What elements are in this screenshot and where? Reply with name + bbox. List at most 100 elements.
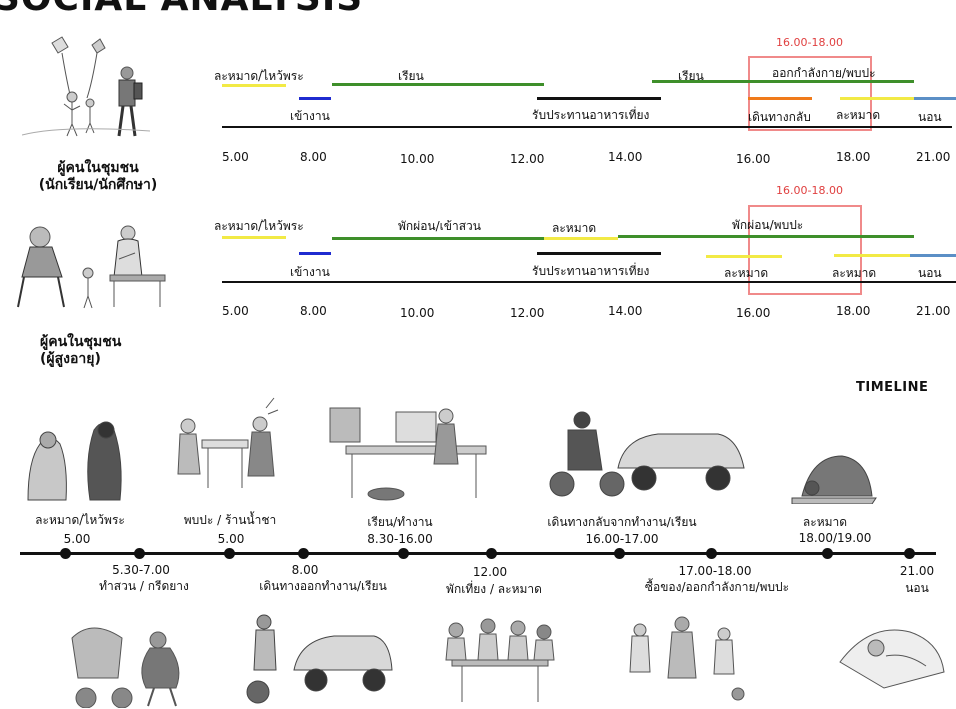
office-work-sketch: [329, 407, 487, 501]
tick-label: 16.00: [736, 306, 771, 320]
segment-study: [332, 83, 544, 86]
prostrating-man-sketch: [791, 455, 877, 504]
event-time-study-work: 8.30-16.00: [367, 532, 433, 546]
activity-label-pray: ละหมาด/ไหว้พระ: [214, 219, 304, 233]
event-label-sleep: นอน: [905, 581, 929, 595]
highlight-time: 16.00-18.00: [776, 184, 843, 197]
lunch-break-sketch: [445, 618, 555, 702]
tick-label: 8.00: [300, 150, 327, 164]
segment-pray: [222, 236, 286, 239]
event-time-leave-work: 8.00: [291, 563, 319, 577]
segment-pray: [222, 84, 286, 87]
activity-label-pray2: ละหมาด: [724, 266, 769, 280]
timeline-dot: [398, 548, 409, 559]
event-time-pray: 5.00: [63, 532, 91, 546]
segment-sleep: [910, 254, 956, 257]
event-time-pray-evening: 18.00/19.00: [798, 531, 872, 545]
activity-label-enter: เข้างาน: [290, 109, 330, 123]
activity-label-return: เดินทางกลับ: [748, 110, 811, 124]
segment-return: [748, 97, 812, 100]
highlight-time: 16.00-18.00: [776, 36, 843, 49]
leave-for-work-sketch: [246, 614, 393, 704]
tick-label: 14.00: [608, 304, 643, 318]
tick-label: 12.00: [510, 306, 545, 320]
event-label-shopping: ซื้อของ/ออกกำลังกาย/พบปะ: [644, 580, 790, 594]
activity-label-rest-garden: พักผ่อน/เข้าสวน: [398, 219, 481, 233]
event-label-gardening: ทำสวน / กรีดยาง: [99, 579, 189, 593]
segment-sleep: [914, 97, 956, 100]
activity-label-pray2: ละหมาด: [836, 108, 881, 122]
group-label-line2: (ผู้สูงอายุ): [40, 351, 101, 367]
main-timeline-axis: [20, 552, 936, 555]
segment-pray3: [834, 254, 910, 257]
tea-shop-sketch: [177, 397, 279, 488]
timeline-dot: [298, 548, 309, 559]
tick-label: 14.00: [608, 150, 643, 164]
tick-label: 5.00: [222, 150, 249, 164]
segment-lunch: [537, 252, 661, 255]
tick-label: 10.00: [400, 152, 435, 166]
timeline-title: TIMELINE: [856, 380, 929, 395]
activity-label-study: เรียน: [678, 69, 704, 83]
commute-home-sketch: [549, 411, 745, 497]
tick-label: 16.00: [736, 152, 771, 166]
tick-label: 18.00: [836, 150, 871, 164]
event-label-commute-home: เดินทางกลับจากทำงาน/เรียน: [547, 515, 697, 529]
tick-label: 5.00: [222, 304, 249, 318]
tick-label: 18.00: [836, 304, 871, 318]
timeline-dot: [486, 548, 497, 559]
row1-axis: [222, 126, 952, 128]
event-time-tea-shop: 5.00: [217, 532, 245, 546]
event-time-lunch-break: 12.00: [472, 565, 508, 579]
segment-pray-mid: [544, 237, 618, 240]
event-time-shopping: 17.00-18.00: [678, 564, 752, 578]
segment-pray2: [706, 255, 782, 258]
activity-label-pray: ละหมาด/ไหว้พระ: [214, 69, 304, 83]
event-label-pray: ละหมาด/ไหว้พระ: [35, 513, 125, 527]
timeline-dot: [822, 548, 833, 559]
timeline-dot: [614, 548, 625, 559]
timeline-dot: [904, 548, 915, 559]
segment-rest-meet: [618, 235, 914, 238]
highlight-box: [748, 205, 862, 295]
event-time-sleep: 21.00: [899, 564, 935, 578]
event-label-pray-evening: ละหมาด: [802, 515, 848, 529]
tick-label: 21.00: [916, 304, 951, 318]
row2-axis: [222, 281, 956, 283]
segment-study-exercise: [652, 80, 914, 83]
group-label-line2: (นักเรียน/นักศึกษา): [38, 177, 158, 193]
tick-label: 21.00: [916, 150, 951, 164]
event-label-lunch-break: พักเที่ยง / ละหมาด: [446, 582, 542, 596]
segment-enter: [299, 97, 331, 100]
activity-label-sleep: นอน: [918, 266, 942, 280]
gardening-sketch: [71, 627, 180, 708]
segment-rest-garden: [332, 237, 544, 240]
kite-people-sketch: [22, 36, 151, 137]
highlight-box: [748, 56, 872, 131]
activity-label-rest-meet: พักผ่อน/พบปะ: [732, 218, 804, 232]
event-time-gardening: 5.30-7.00: [112, 563, 170, 577]
activity-label-pray-mid: ละหมาด: [552, 221, 597, 235]
tick-label: 10.00: [400, 306, 435, 320]
timeline-dot: [60, 548, 71, 559]
group-label-line1: ผู้คนในชุมชน: [40, 334, 122, 350]
activity-label-pray3: ละหมาด: [832, 266, 877, 280]
timeline-dot: [134, 548, 145, 559]
shopping-meeting-sketch: [629, 616, 745, 701]
activity-label-sleep: นอน: [918, 110, 942, 124]
group-label-line1: ผู้คนในชุมชน: [57, 160, 139, 176]
elderly-park-sketch: [17, 225, 166, 309]
segment-enter: [299, 252, 331, 255]
timeline-dot: [224, 548, 235, 559]
activity-label-lunch: รับประทานอาหารเที่ยง: [532, 264, 650, 278]
segment-lunch: [537, 97, 661, 100]
event-time-commute-home: 16.00-17.00: [585, 532, 659, 546]
tick-label: 12.00: [510, 152, 545, 166]
event-label-study-work: เรียน/ทำงาน: [367, 515, 433, 529]
tick-label: 8.00: [300, 304, 327, 318]
group-label-elderly: ผู้คนในชุมชน (ผู้สูงอายุ): [8, 334, 158, 368]
page-title: SOCIAL ANALYSIS: [0, 0, 363, 19]
group-label-students: ผู้คนในชุมชน (นักเรียน/นักศึกษา): [8, 160, 188, 194]
activity-label-exercise: ออกกำลังกาย/พบปะ: [772, 66, 876, 80]
sleeping-sketch: [839, 629, 945, 689]
